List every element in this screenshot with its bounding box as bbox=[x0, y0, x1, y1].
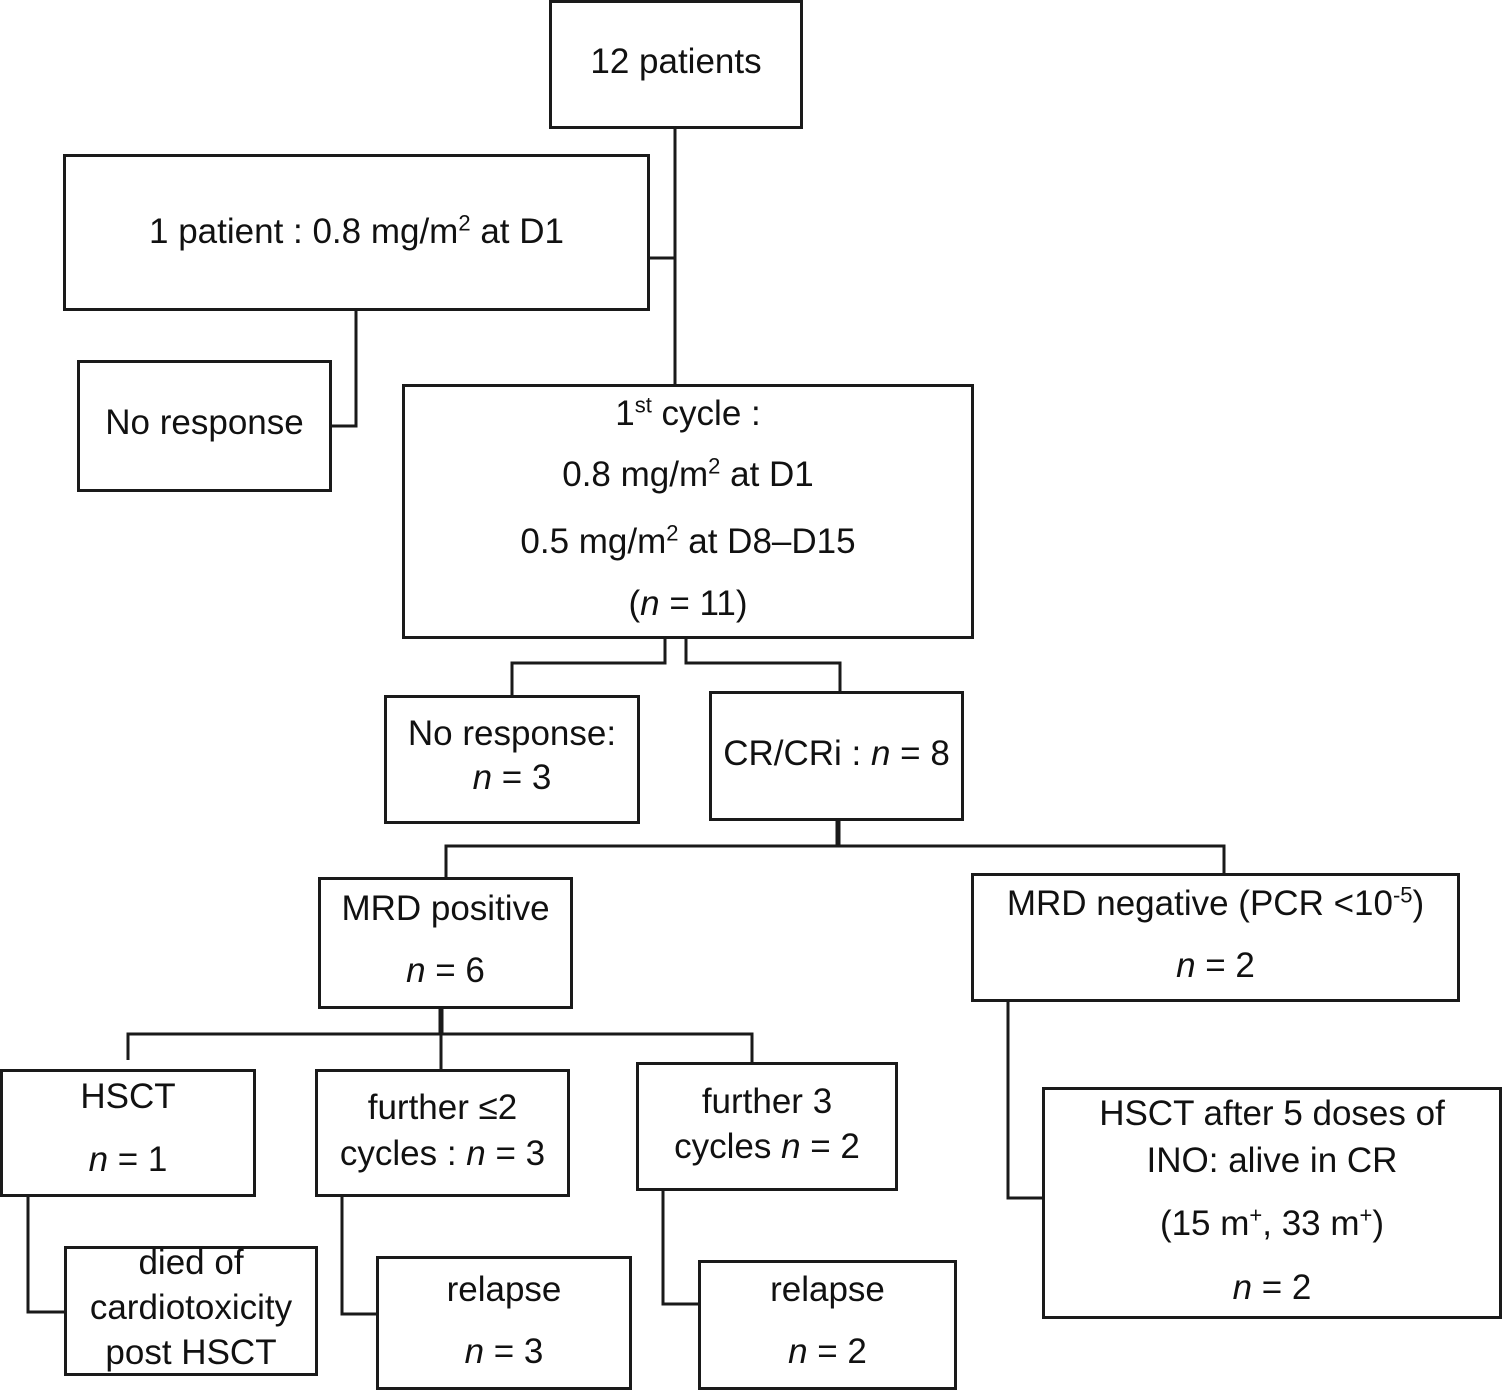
connector-hsct-to-died bbox=[26, 1196, 66, 1314]
hsct-after-ino-line2: INO: alive in CR bbox=[1146, 1141, 1398, 1180]
hsct-after-ino-line4: n = 2 bbox=[1232, 1268, 1312, 1307]
relapse-2-line2: n = 2 bbox=[788, 1332, 867, 1371]
mrd-positive-box bbox=[318, 877, 573, 1009]
mrd-positive-line1: MRD positive bbox=[341, 889, 550, 928]
relapse-3-box bbox=[376, 1256, 632, 1390]
cr-cri-box bbox=[709, 691, 964, 821]
died-line2: cardiotoxicity bbox=[89, 1288, 293, 1327]
relapse-2-line1: relapse bbox=[770, 1270, 885, 1309]
first-cycle-line4: (n = 11) bbox=[628, 584, 748, 623]
connector-le2-to-relapse bbox=[340, 1196, 378, 1316]
hsct-after-ino-line3: (15 m+, 33 m+) bbox=[1159, 1202, 1385, 1243]
mrd-positive-line2: n = 6 bbox=[406, 951, 485, 990]
first-cycle-box bbox=[402, 384, 974, 639]
connector-mrdneg-to-hsct bbox=[1006, 1001, 1044, 1200]
connector-cycle-to-noresponse bbox=[510, 638, 667, 696]
hsct-box bbox=[0, 1069, 256, 1197]
mrd-negative-line2: n = 2 bbox=[1176, 946, 1255, 985]
further-le2-line2: cycles : n = 3 bbox=[339, 1134, 546, 1173]
no-response-single-box bbox=[77, 360, 332, 492]
relapse-2-box bbox=[698, 1260, 957, 1390]
hsct-line2: n = 1 bbox=[88, 1140, 168, 1179]
connector-cycle-to-cr bbox=[684, 638, 842, 692]
died-box bbox=[64, 1246, 318, 1376]
hsct-after-ino-box bbox=[1042, 1087, 1502, 1319]
no-response-3-line2: n = 3 bbox=[472, 758, 552, 797]
died-line3: post HSCT bbox=[105, 1333, 277, 1372]
patients-box bbox=[549, 0, 803, 129]
first-cycle-line2: 0.8 mg/m2 at D1 bbox=[562, 453, 814, 494]
died-line1: died of bbox=[138, 1243, 244, 1282]
mrd-negative-line1: MRD negative (PCR <10-5) bbox=[1006, 882, 1425, 923]
relapse-3-line1: relapse bbox=[446, 1270, 562, 1309]
cr-cri-label: CR/CRi : n = 8 bbox=[723, 734, 950, 773]
further-3-line1: further 3 bbox=[701, 1082, 833, 1121]
hsct-after-ino-line1: HSCT after 5 doses of bbox=[1099, 1094, 1445, 1133]
mrd-negative-box bbox=[971, 873, 1460, 1002]
further-le2-line1: further ≤2 bbox=[367, 1088, 518, 1127]
no-response-3-line1: No response: bbox=[407, 714, 617, 753]
no-response-3-box bbox=[384, 695, 640, 824]
further-le2-box bbox=[315, 1069, 570, 1197]
hsct-line1: HSCT bbox=[80, 1077, 176, 1116]
single-patient-label: 1 patient : 0.8 mg/m2 at D1 bbox=[149, 210, 564, 251]
further-3-line2: cycles n = 2 bbox=[674, 1127, 860, 1166]
connector-cr-to-mrd bbox=[444, 844, 1226, 878]
relapse-3-line2: n = 3 bbox=[464, 1332, 544, 1371]
first-cycle-line1: 1st cycle : bbox=[615, 392, 761, 433]
connector-single-to-noresponse bbox=[332, 310, 358, 428]
further-3-box bbox=[636, 1062, 898, 1191]
single-patient-box bbox=[63, 154, 650, 311]
patients-label: 12 patients bbox=[590, 42, 762, 81]
connector-3-to-relapse bbox=[661, 1190, 700, 1306]
first-cycle-line3: 0.5 mg/m2 at D8–D15 bbox=[520, 520, 856, 561]
no-response-single-label: No response bbox=[105, 403, 304, 442]
